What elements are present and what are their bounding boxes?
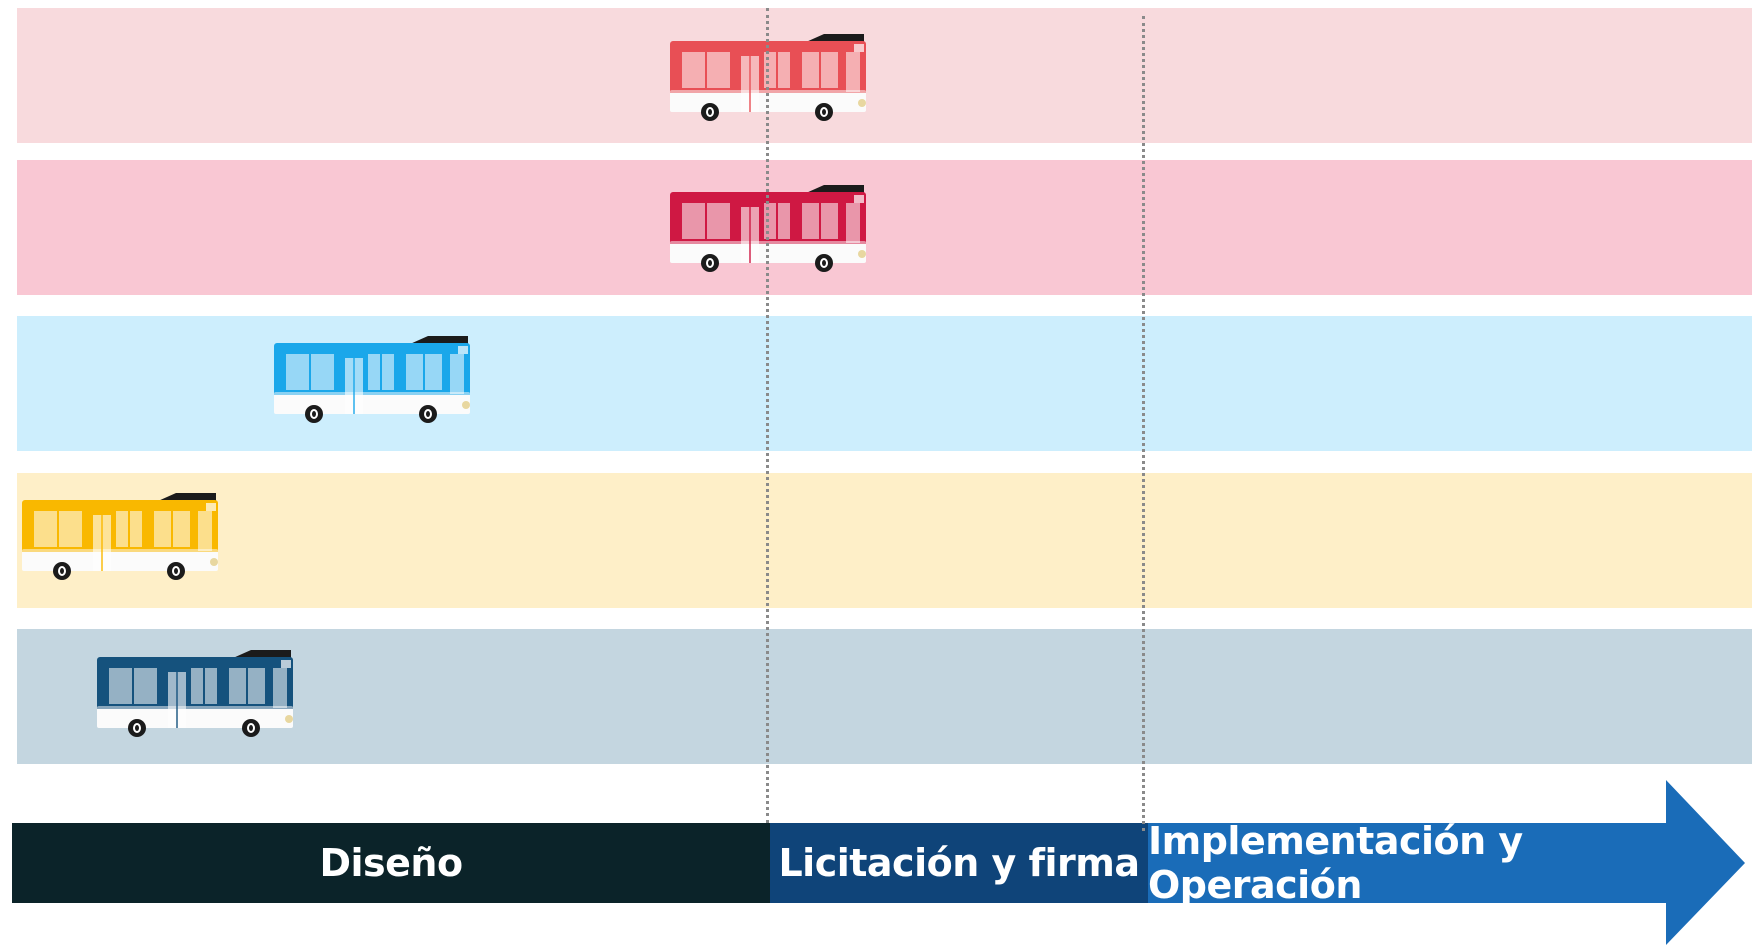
phase-label-implementacion: Implementación y Operación — [1148, 819, 1523, 907]
bus-icon — [272, 336, 472, 424]
bus-icon — [20, 493, 220, 581]
bus-icon — [95, 650, 295, 738]
lane-1 — [17, 8, 1752, 143]
phase-bar-implementacion — [1148, 780, 1745, 945]
divider-line-1 — [766, 8, 769, 823]
lane-2 — [17, 160, 1752, 295]
phase-bar-diseno — [12, 823, 770, 903]
lane-5 — [17, 629, 1752, 764]
phase-label-licitacion: Licitación y firma — [778, 841, 1140, 885]
lane-4 — [17, 473, 1752, 608]
divider-line-2 — [1142, 16, 1145, 831]
phase-bar-licitacion — [770, 823, 1148, 903]
phase-label-diseno: Diseño — [319, 841, 463, 885]
